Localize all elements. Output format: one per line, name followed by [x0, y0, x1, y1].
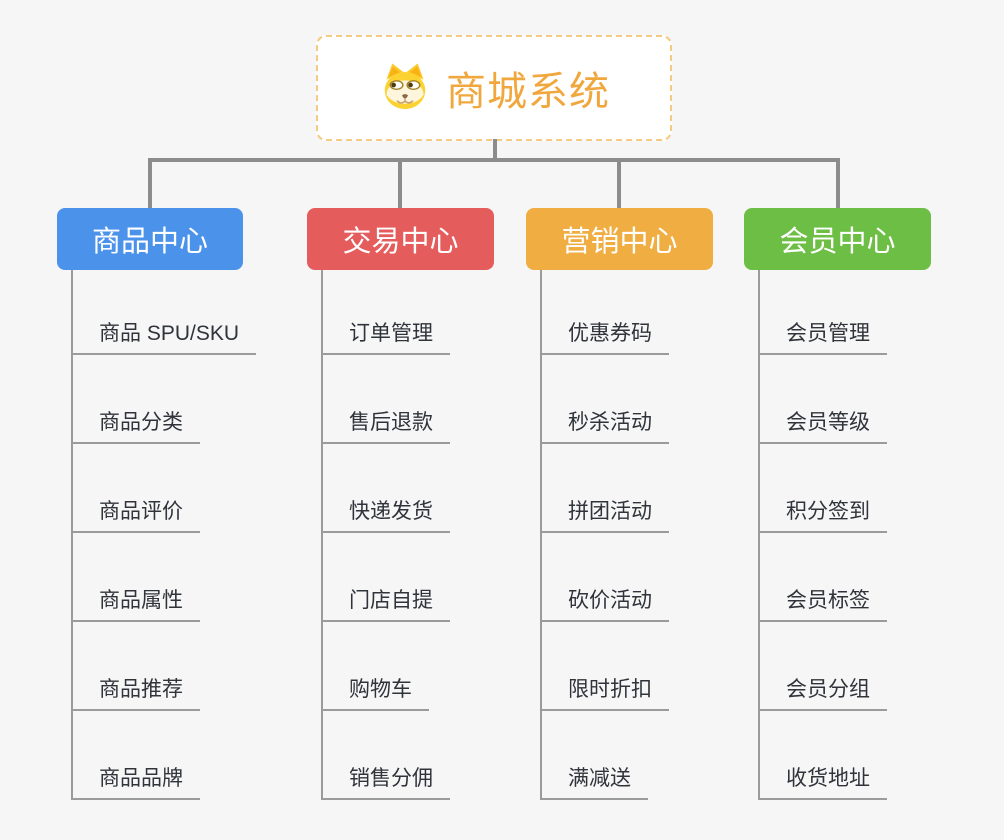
child-node[interactable]: 购物车	[321, 678, 429, 712]
root-title: 商城系统	[446, 70, 610, 114]
child-node[interactable]: 商品评价	[71, 500, 200, 534]
branch-trunk-line	[321, 270, 323, 800]
branch-column-4: 会员中心会员管理会员等级积分签到会员标签会员分组收货地址	[744, 208, 931, 808]
branch-trunk-line	[71, 270, 73, 800]
branch-trunk-line	[758, 270, 760, 800]
child-node[interactable]: 商品推荐	[71, 678, 200, 712]
child-node[interactable]: 售后退款	[321, 411, 450, 445]
root-node[interactable]: 商城系统	[316, 35, 672, 141]
branch-node-3[interactable]: 营销中心	[526, 208, 713, 270]
branch-column-1: 商品中心商品 SPU/SKU 商品分类商品评价商品属性商品推荐商品品牌	[57, 208, 257, 808]
child-node[interactable]: 会员等级	[758, 411, 887, 445]
child-node[interactable]: 会员管理	[758, 322, 887, 356]
connector-root-drop	[493, 139, 497, 160]
child-node[interactable]: 门店自提	[321, 589, 450, 623]
child-node[interactable]: 商品分类	[71, 411, 200, 445]
branch-node-2[interactable]: 交易中心	[307, 208, 494, 270]
branch-trunk-line	[540, 270, 542, 800]
child-node[interactable]: 销售分佣	[321, 767, 450, 801]
child-node[interactable]: 秒杀活动	[540, 411, 669, 445]
connector-stub-1	[148, 160, 152, 208]
dog-face-icon	[384, 63, 426, 110]
branch-column-2: 交易中心订单管理售后退款快递发货门店自提购物车销售分佣	[307, 208, 494, 808]
child-node[interactable]: 积分签到	[758, 500, 887, 534]
child-node[interactable]: 砍价活动	[540, 589, 669, 623]
child-node[interactable]: 会员分组	[758, 678, 887, 712]
child-node[interactable]: 拼团活动	[540, 500, 669, 534]
connector-stub-2	[398, 160, 402, 208]
child-node[interactable]: 订单管理	[321, 322, 450, 356]
child-node[interactable]: 快递发货	[321, 500, 450, 534]
child-node[interactable]: 优惠券码	[540, 322, 669, 356]
branch-column-3: 营销中心优惠券码秒杀活动拼团活动砍价活动限时折扣满减送	[526, 208, 713, 808]
child-node[interactable]: 会员标签	[758, 589, 887, 623]
branch-node-4[interactable]: 会员中心	[744, 208, 931, 270]
branch-node-1[interactable]: 商品中心	[57, 208, 243, 270]
connector-stub-3	[617, 160, 621, 208]
child-node[interactable]: 商品属性	[71, 589, 200, 623]
child-node[interactable]: 限时折扣	[540, 678, 669, 712]
child-node[interactable]: 商品 SPU/SKU	[71, 322, 257, 356]
connector-stub-4	[836, 160, 840, 208]
connector-rail	[148, 158, 840, 162]
child-node[interactable]: 商品品牌	[71, 767, 200, 801]
child-node[interactable]: 收货地址	[758, 767, 887, 801]
child-node[interactable]: 满减送	[540, 767, 648, 801]
